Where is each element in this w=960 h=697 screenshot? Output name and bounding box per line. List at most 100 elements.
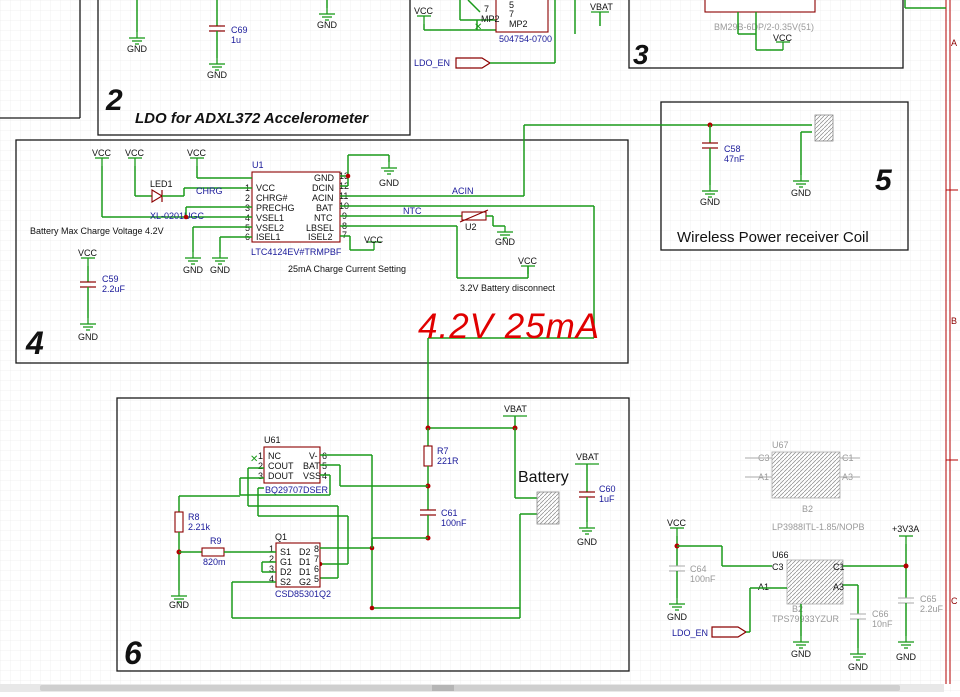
svg-text:3: 3: [245, 203, 250, 213]
u66-body: [786, 559, 844, 605]
c60-ref: C60: [599, 484, 616, 494]
section-3: 3 BM29B-6DP/2-0.35V(51) VCC: [628, 0, 946, 70]
bm29b-ref: BM29B-6DP/2-0.35V(51): [714, 22, 814, 32]
svg-text:GND: GND: [495, 237, 516, 247]
section-3-number: 3: [633, 39, 649, 70]
svg-text:VSS: VSS: [303, 471, 321, 481]
svg-text:C3: C3: [772, 562, 784, 572]
svg-text:8: 8: [314, 544, 319, 554]
svg-text:5: 5: [245, 223, 250, 233]
svg-text:VSEL1: VSEL1: [256, 213, 284, 223]
r9-ref: R9: [210, 536, 222, 546]
v3v3a-label: +3V3A: [892, 524, 919, 534]
c65-ref: C65: [920, 594, 937, 604]
svg-text:GND: GND: [700, 197, 721, 207]
svg-text:LBSEL: LBSEL: [306, 223, 334, 233]
svg-text:D2: D2: [299, 547, 311, 557]
r8-body: [174, 511, 184, 533]
u66-ref: U66: [772, 550, 789, 560]
note-charge-current: 25mA Charge Current Setting: [288, 264, 406, 274]
u61-part: BQ29707DSER: [265, 485, 329, 495]
svg-text:COUT: COUT: [268, 461, 294, 471]
u67-part: LP3988ITL-1.85/NOPB: [772, 522, 865, 532]
svg-text:A3: A3: [833, 582, 844, 592]
svg-text:GND: GND: [577, 537, 598, 547]
svg-text:1: 1: [269, 544, 274, 554]
r9-body: [201, 547, 225, 557]
horizontal-scrollbar[interactable]: [0, 684, 944, 692]
battery-label: Battery: [518, 469, 569, 486]
u66-part: TPS79933YZUR: [772, 614, 840, 624]
svg-text:D1: D1: [299, 557, 311, 567]
svg-text:VCC: VCC: [773, 33, 793, 43]
svg-text:VSEL2: VSEL2: [256, 223, 284, 233]
svg-text:GND: GND: [210, 265, 231, 275]
svg-text:VBAT: VBAT: [576, 452, 599, 462]
section-4-number: 4: [25, 325, 44, 361]
svg-text:VCC: VCC: [92, 148, 112, 158]
svg-text:7: 7: [484, 4, 489, 14]
c61-value: 100nF: [441, 518, 467, 528]
svg-text:2: 2: [269, 554, 274, 564]
svg-text:GND: GND: [314, 173, 335, 183]
ldo-en-label-bottom: LDO_EN: [672, 628, 708, 638]
no-connect-mark: ✕: [474, 22, 482, 33]
svg-text:VBAT: VBAT: [590, 2, 613, 12]
vbat-net-top: VBAT: [574, 0, 613, 34]
svg-text:DCIN: DCIN: [312, 183, 334, 193]
led1-part: XL-0201UGC: [150, 211, 205, 221]
ldo-en-port-top: LDO_EN: [414, 0, 556, 69]
svg-text:BAT: BAT: [303, 461, 320, 471]
u67-ref: U67: [772, 440, 789, 450]
r7-value: 221R: [437, 456, 459, 466]
section-2-title: LDO for ADXL372 Accelerometer: [135, 110, 369, 127]
svg-text:G2: G2: [299, 577, 311, 587]
note-battery-disconnect: 3.2V Battery disconnect: [460, 283, 556, 293]
connector-504754-ref: 504754-0700: [499, 34, 552, 44]
zone-label-a: A: [951, 38, 957, 48]
c65-value: 2.2uF: [920, 604, 944, 614]
section-2-number: 2: [105, 84, 123, 117]
c60-value: 1uF: [599, 494, 615, 504]
u67-body: [771, 451, 841, 499]
svg-text:GND: GND: [848, 662, 869, 672]
svg-text:2: 2: [258, 461, 263, 471]
section-2: GND GND C69 1u GND 2 LDO for ADXL372 Acc…: [97, 0, 411, 136]
q1-ref: Q1: [275, 532, 287, 542]
r7-body: [423, 445, 433, 467]
gnd-label: GND: [127, 44, 148, 54]
svg-text:B2: B2: [792, 604, 803, 614]
svg-text:ISEL1: ISEL1: [256, 232, 281, 242]
svg-text:VCC: VCC: [78, 248, 98, 258]
section-5-number: 5: [875, 164, 893, 197]
r8-ref: R8: [188, 512, 200, 522]
svg-text:S1: S1: [280, 547, 291, 557]
handwritten-note: 4.2V 25mA: [418, 307, 600, 346]
svg-text:NTC: NTC: [314, 213, 333, 223]
u2-ref: U2: [465, 222, 477, 232]
svg-text:VCC: VCC: [414, 6, 434, 16]
svg-text:A1: A1: [758, 582, 769, 592]
section-4: 4 U1 LTC4124EV#TRMPBF VCC CHRG# PRECHG V…: [15, 125, 629, 428]
svg-text:4: 4: [322, 471, 327, 481]
svg-text:5: 5: [314, 574, 319, 584]
drawing-border: A B C: [945, 0, 958, 684]
svg-text:VCC: VCC: [667, 518, 687, 528]
svg-text:3: 3: [258, 471, 263, 481]
svg-text:B2: B2: [802, 504, 813, 514]
zone-label-b: B: [951, 316, 957, 326]
svg-text:GND: GND: [667, 612, 688, 622]
u1-ref: U1: [252, 160, 264, 170]
svg-text:ACIN: ACIN: [312, 193, 334, 203]
svg-text:1: 1: [258, 451, 263, 461]
svg-text:7: 7: [342, 230, 347, 240]
svg-text:S2: S2: [280, 577, 291, 587]
svg-text:VCC: VCC: [125, 148, 145, 158]
c59-value: 2.2uF: [102, 284, 126, 294]
svg-text:DOUT: DOUT: [268, 471, 294, 481]
svg-text:GND: GND: [379, 178, 400, 188]
svg-text:D1: D1: [299, 567, 311, 577]
svg-text:VCC: VCC: [187, 148, 207, 158]
